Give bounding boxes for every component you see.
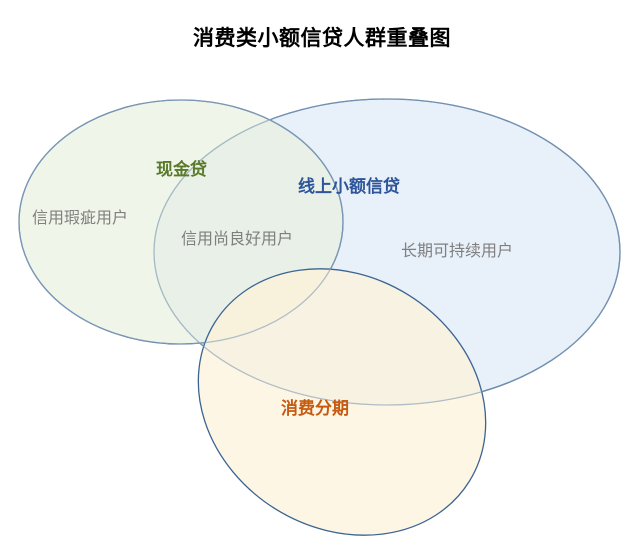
online-micro-loan-outline xyxy=(153,98,621,406)
cash-loan-label: 现金贷 xyxy=(156,160,207,180)
cash-loan-outline xyxy=(18,99,344,345)
diagram-title: 消费类小额信贷人群重叠图 xyxy=(193,26,451,50)
credit-good-users-label: 信用尚良好用户 xyxy=(181,229,294,248)
credit-flawed-users-label: 信用瑕疵用户 xyxy=(32,208,129,227)
consumer-installment-label: 消费分期 xyxy=(281,399,349,419)
online-micro-loan-label: 线上小额信贷 xyxy=(298,177,400,197)
long-term-sustainable-users-label: 长期可持续用户 xyxy=(401,241,514,260)
